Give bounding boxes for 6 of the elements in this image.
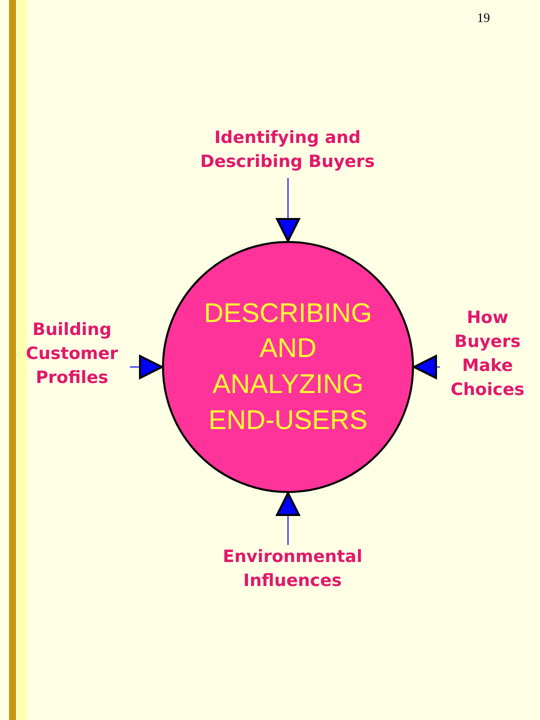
topic-label: Building Customer Profiles [14,318,130,390]
page-number: 19 [477,10,490,26]
topic-label: Environmental Influences [190,545,395,594]
circle-title: DESCRIBING AND ANALYZING END-USERS [202,296,374,437]
topic-label: Identifying and Describing Buyers [180,126,395,174]
topic-label: How Buyers Make Choices [440,306,535,402]
